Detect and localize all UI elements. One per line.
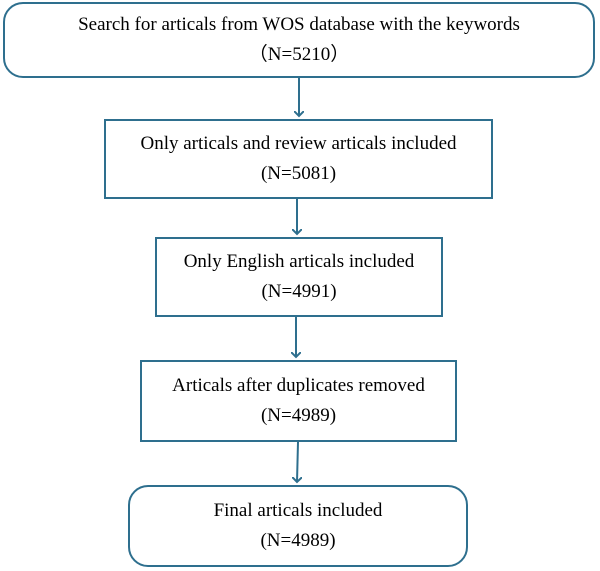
step-search-count: （N=5210） — [248, 44, 350, 65]
step-language-box: Only English articals included (N=4991) — [155, 237, 443, 317]
step-final-count: (N=4989) — [260, 530, 336, 551]
step-search-box: Search for articals from WOS database wi… — [3, 2, 595, 78]
arrow-4-to-5 — [297, 441, 298, 482]
step-final-box: Final articals included (N=4989) — [128, 485, 468, 567]
step-duplicates-label: Articals after duplicates removed — [172, 375, 425, 396]
step-duplicates-box: Articals after duplicates removed (N=498… — [140, 360, 457, 442]
step-article-type-box: Only articals and review articals includ… — [104, 119, 493, 199]
step-article-type-label: Only articals and review articals includ… — [140, 133, 457, 154]
step-duplicates-count: (N=4989) — [260, 405, 337, 426]
step-search-label: Search for articals from WOS database wi… — [78, 14, 520, 35]
step-final-label: Final articals included — [213, 500, 383, 521]
step-language-label: Only English articals included — [183, 251, 415, 272]
step-article-type-count: (N=5081) — [260, 163, 337, 184]
step-language-count: (N=4991) — [261, 281, 337, 302]
